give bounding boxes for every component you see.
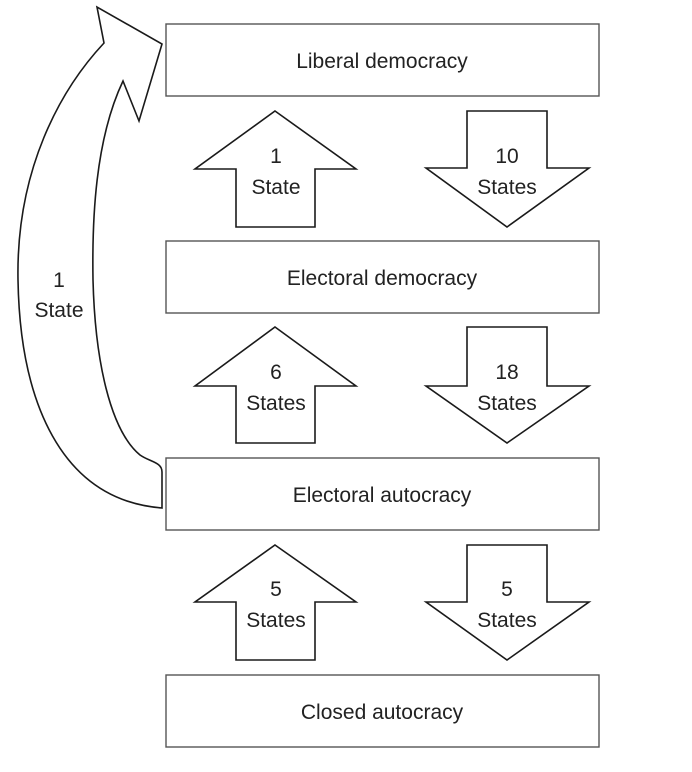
down-arrow-liberal-to-electoral: 10 States: [423, 110, 592, 228]
up-arrow-autocracy-to-electoral-democracy: 6 States: [192, 326, 359, 444]
skip-arrow-unit: State: [34, 299, 83, 322]
down-arrow-unit: States: [477, 176, 537, 199]
state-box-liberal-democracy: Liberal democracy: [165, 23, 600, 97]
curved-skip-arrow: [17, 5, 163, 509]
up-arrow-unit: States: [246, 609, 306, 632]
up-arrow-count: 5: [270, 578, 282, 601]
state-box-electoral-democracy: Electoral democracy: [165, 240, 600, 314]
down-arrow-unit: States: [477, 392, 537, 415]
up-arrow-unit: States: [246, 392, 306, 415]
state-label-electoral-democracy: Electoral democracy: [287, 267, 478, 290]
up-arrow-electoral-to-liberal: 1 State: [192, 110, 359, 228]
state-label-electoral-autocracy: Electoral autocracy: [293, 484, 472, 507]
up-arrow-count: 1: [270, 145, 282, 168]
up-arrow-unit: State: [251, 176, 300, 199]
down-arrow-electoral-democracy-to-autocracy: 18 States: [423, 326, 592, 444]
state-box-electoral-autocracy: Electoral autocracy: [165, 457, 600, 531]
state-box-closed-autocracy: Closed autocracy: [165, 674, 600, 748]
state-label-closed-autocracy: Closed autocracy: [301, 701, 464, 724]
state-label-liberal-democracy: Liberal democracy: [296, 50, 468, 73]
down-arrow-unit: States: [477, 609, 537, 632]
down-arrow-count: 5: [501, 578, 513, 601]
down-arrow-count: 18: [495, 361, 518, 384]
down-arrow-electoral-autocracy-to-closed: 5 States: [423, 544, 592, 661]
up-arrow-closed-to-electoral-autocracy: 5 States: [192, 544, 359, 661]
up-arrow-count: 6: [270, 361, 282, 384]
skip-arrow-count: 1: [53, 269, 65, 292]
down-arrow-count: 10: [495, 145, 518, 168]
